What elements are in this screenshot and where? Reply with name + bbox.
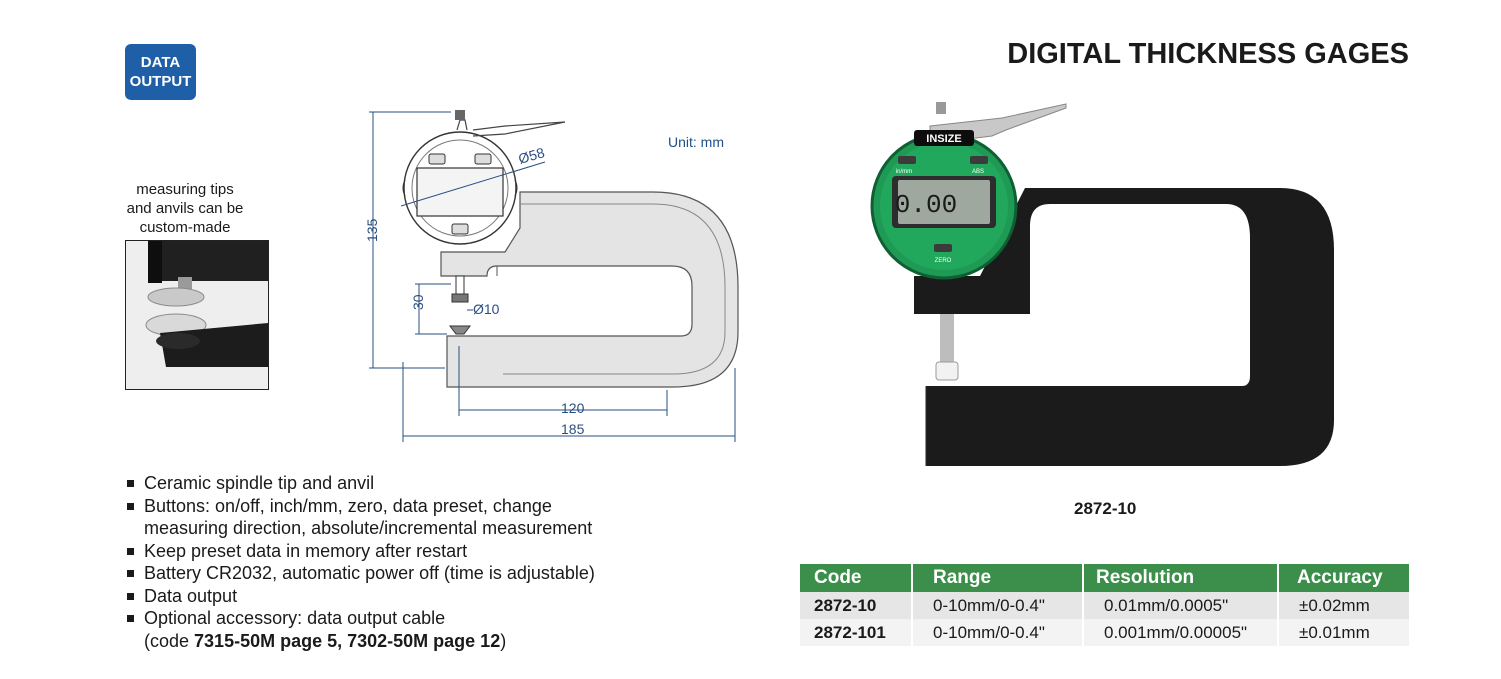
- dim-width: 185: [561, 421, 585, 437]
- gauge-frame: [914, 188, 1334, 466]
- button-label-abs: ABS: [972, 169, 984, 175]
- badge-line-2: OUTPUT: [129, 73, 192, 90]
- table-row: 2872-101 0-10mm/0-0.4" 0.001mm/0.00005" …: [800, 619, 1409, 646]
- cell-resolution: 0.001mm/0.00005": [1083, 619, 1279, 646]
- feature-code-suffix: ): [500, 630, 507, 651]
- page-title: DIGITAL THICKNESS GAGES: [1007, 38, 1409, 70]
- measuring-tips-illustration: [126, 241, 268, 389]
- product-photo: INSIZE in/mm ABS 0.00 ZERO: [870, 102, 1334, 466]
- frame-outline: [440, 191, 739, 388]
- dim-depth: 120: [561, 400, 585, 416]
- table-row: 2872-10 0-10mm/0-0.4" 0.01mm/0.0005" ±0.…: [800, 592, 1409, 619]
- unit-label: Unit: mm: [668, 134, 724, 150]
- feature-item: Battery CR2032, automatic power off (tim…: [124, 562, 684, 585]
- feature-item: Keep preset data in memory after restart: [124, 540, 684, 563]
- feature-item: Ceramic spindle tip and anvil: [124, 472, 684, 495]
- dim-dial: Ø58: [516, 144, 546, 167]
- cell-code: 2872-101: [800, 619, 913, 646]
- feature-list: Ceramic spindle tip and anvil Buttons: o…: [124, 472, 684, 652]
- technical-drawing: 135 Ø58 30 Ø10 120 185: [364, 110, 739, 442]
- tips-note-line-2: and anvils can be: [126, 200, 244, 217]
- data-output-badge: DATA OUTPUT: [125, 44, 196, 100]
- dim-height: 135: [364, 218, 380, 242]
- cell-accuracy: ±0.01mm: [1278, 619, 1409, 646]
- feature-code-refs: 7315-50M page 5, 7302-50M page 12: [194, 630, 501, 651]
- header-resolution: Resolution: [1083, 564, 1279, 592]
- feature-item: Optional accessory: data output cable (c…: [124, 607, 684, 652]
- cell-range: 0-10mm/0-0.4": [912, 592, 1084, 619]
- dim-tip: Ø10: [473, 301, 500, 317]
- cell-accuracy: ±0.02mm: [1278, 592, 1409, 619]
- feature-item: Buttons: on/off, inch/mm, zero, data pre…: [124, 495, 684, 540]
- header-range: Range: [912, 564, 1084, 592]
- button-label-zero: ZERO: [935, 258, 952, 264]
- feature-text-continued: measuring direction, absolute/incrementa…: [144, 518, 593, 538]
- header-accuracy: Accuracy: [1278, 564, 1409, 592]
- tips-note-line-1: measuring tips: [136, 181, 234, 198]
- dim-gap: 30: [410, 294, 426, 310]
- feature-code-prefix: (code: [144, 630, 195, 651]
- table-header-row: Code Range Resolution Accuracy: [800, 564, 1409, 592]
- feature-text: Buttons: on/off, inch/mm, zero, data pre…: [144, 495, 552, 516]
- product-caption: 2872-10: [1074, 499, 1137, 518]
- cell-code: 2872-10: [800, 592, 913, 619]
- badge-line-1: DATA: [140, 54, 181, 71]
- cell-resolution: 0.01mm/0.0005": [1083, 592, 1279, 619]
- header-code: Code: [800, 564, 913, 592]
- feature-item: Data output: [124, 585, 684, 608]
- feature-text: Optional accessory: data output cable: [144, 608, 446, 628]
- measuring-tips-photo: [125, 240, 269, 390]
- spec-table: Code Range Resolution Accuracy 2872-10 0…: [800, 564, 1409, 646]
- brand-logo: INSIZE: [926, 133, 961, 145]
- tips-note-line-3: custom-made: [139, 219, 231, 236]
- cell-range: 0-10mm/0-0.4": [912, 619, 1084, 646]
- lcd-reading: 0.00: [895, 190, 957, 220]
- button-label-inmm: in/mm: [896, 169, 912, 175]
- tips-note: measuring tips and anvils can be custom-…: [120, 180, 250, 237]
